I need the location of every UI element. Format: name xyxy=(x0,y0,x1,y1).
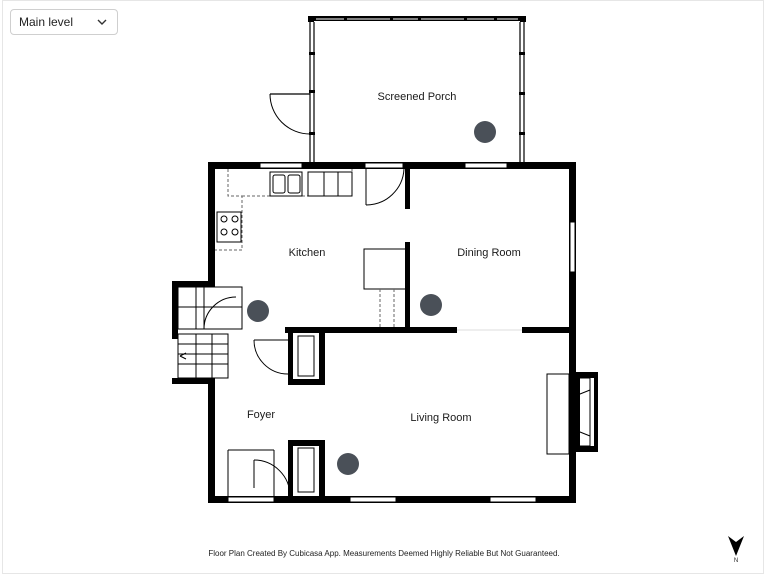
porch-door xyxy=(269,93,311,135)
marker-dining xyxy=(420,294,442,316)
stair-bumpout xyxy=(172,281,243,384)
front-door xyxy=(227,447,315,497)
kitchen-fridge xyxy=(363,248,407,327)
room-label-dining-room: Dining Room xyxy=(457,247,521,259)
kitchen-sink xyxy=(269,171,353,197)
room-label-foyer: Foyer xyxy=(247,409,275,421)
north-arrow-icon xyxy=(728,536,744,556)
closet-door-upper xyxy=(253,335,315,377)
kitchen-door xyxy=(365,168,405,206)
marker-kitchen xyxy=(247,300,269,322)
compass-label: N xyxy=(733,558,739,564)
interior-walls xyxy=(285,169,572,498)
chevron-down-icon xyxy=(95,15,109,29)
marker-living xyxy=(337,453,359,475)
footer-disclaimer: Floor Plan Created By Cubicasa App. Meas… xyxy=(208,549,560,558)
fireplace xyxy=(546,372,598,455)
room-label-screened-porch: Screened Porch xyxy=(378,91,457,103)
level-select-value: Main level xyxy=(19,15,74,29)
room-label-living-room: Living Room xyxy=(410,412,471,424)
kitchen-range xyxy=(216,211,242,243)
windows xyxy=(227,162,576,503)
room-label-kitchen: Kitchen xyxy=(289,247,326,259)
marker-porch xyxy=(474,121,496,143)
screened-porch-walls xyxy=(308,16,526,162)
kitchen-counters xyxy=(215,169,353,251)
compass: N xyxy=(726,534,746,570)
level-select[interactable]: Main level xyxy=(10,9,118,35)
